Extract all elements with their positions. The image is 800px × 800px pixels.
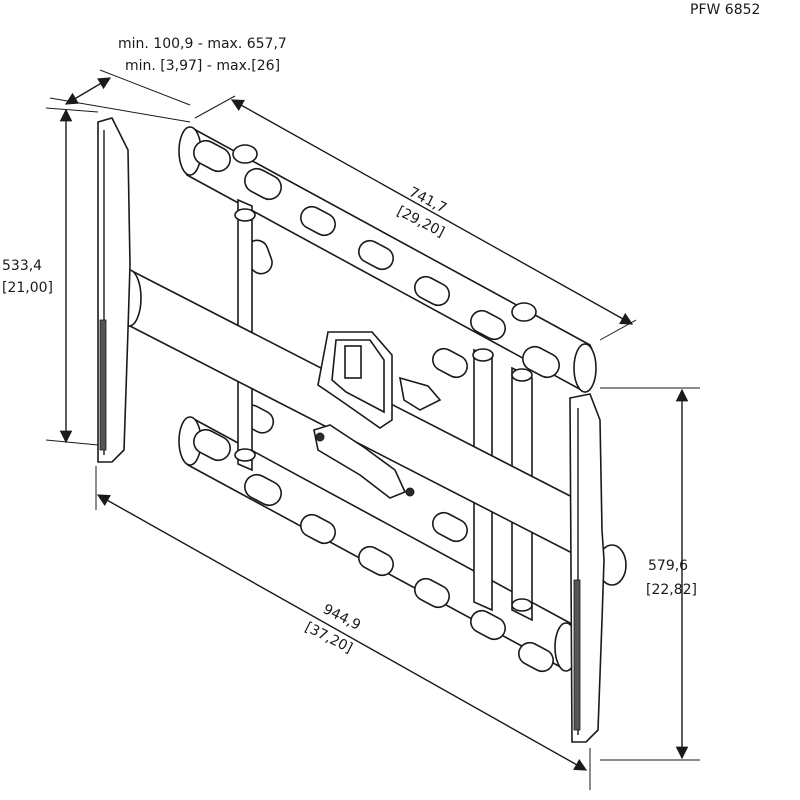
depth-label-mm: min. 100,9 - max. 657,7 xyxy=(118,36,287,52)
mount-drawing xyxy=(97,117,627,743)
tilt-bracket xyxy=(313,331,442,499)
arm-width-dimension xyxy=(194,95,637,341)
left-height-label-in: [21,00] xyxy=(2,280,53,296)
total-width-dimension xyxy=(95,466,591,790)
model-label: PFW 6852 xyxy=(690,2,760,18)
left-tv-strap xyxy=(97,117,131,463)
right-height-label-mm: 579,6 xyxy=(648,558,688,574)
right-height-dimension xyxy=(600,387,700,761)
depth-label-in: min. [3,97] - max.[26] xyxy=(125,58,280,74)
right-height-label-in: [22,82] xyxy=(646,582,697,598)
depth-dimension xyxy=(49,69,191,123)
left-height-label-mm: 533,4 xyxy=(2,258,42,274)
right-tv-strap xyxy=(569,393,605,743)
left-height-dimension xyxy=(45,107,99,446)
